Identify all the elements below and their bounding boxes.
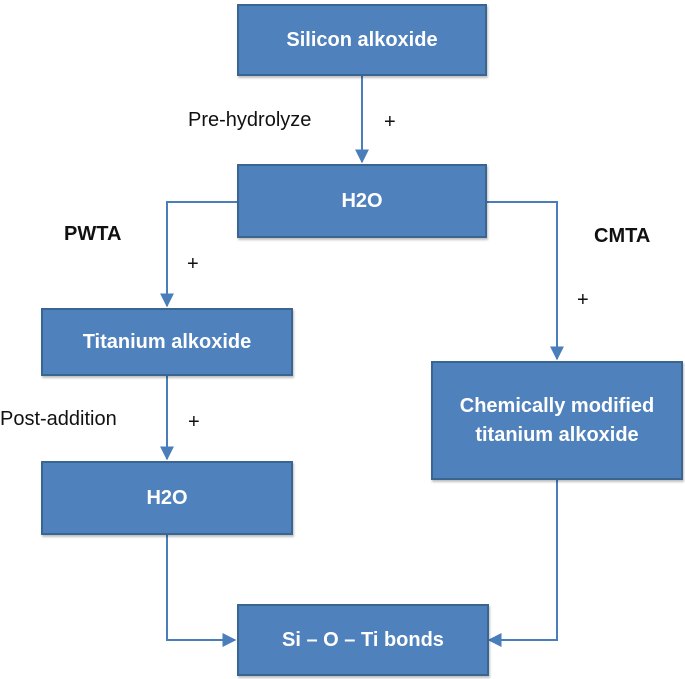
arrow-chemically-modified-to-bonds — [487, 480, 558, 647]
node-si-o-ti-bonds: Si – O – Ti bonds — [237, 604, 489, 676]
node-h2o-bottom: H2O — [41, 461, 293, 535]
node-titanium-alkoxide-label: Titanium alkoxide — [82, 330, 252, 353]
label-post-addition: Post-addition — [0, 408, 117, 430]
label-plus-mid: + — [188, 411, 200, 433]
node-h2o-bottom-label: H2O — [146, 486, 188, 509]
arrow-h2o-to-bonds — [166, 535, 237, 647]
arrow-h2o-to-chemically-modified — [487, 201, 564, 361]
label-pre-hydrolyze: Pre-hydrolyze — [188, 109, 312, 131]
node-h2o-top-label: H2O — [341, 189, 383, 212]
arrow-h2o-to-titanium — [160, 201, 237, 308]
label-plus-right: + — [577, 289, 589, 311]
node-silicon-alkoxide-label: Silicon alkoxide — [286, 28, 438, 51]
label-cmta: CMTA — [594, 225, 651, 247]
node-titanium-alkoxide: Titanium alkoxide — [41, 308, 293, 376]
node-silicon-alkoxide: Silicon alkoxide — [237, 4, 487, 76]
node-chemically-modified-titanium-alkoxide: Chemically modified titanium alkoxide — [431, 361, 683, 480]
label-plus-left: + — [187, 253, 199, 275]
label-pwta: PWTA — [64, 223, 122, 245]
label-plus-top: + — [384, 111, 396, 133]
node-chemically-modified-label: Chemically modified titanium alkoxide — [459, 394, 655, 446]
node-h2o-top: H2O — [237, 164, 487, 238]
node-si-o-ti-bonds-label: Si – O – Ti bonds — [282, 628, 444, 651]
